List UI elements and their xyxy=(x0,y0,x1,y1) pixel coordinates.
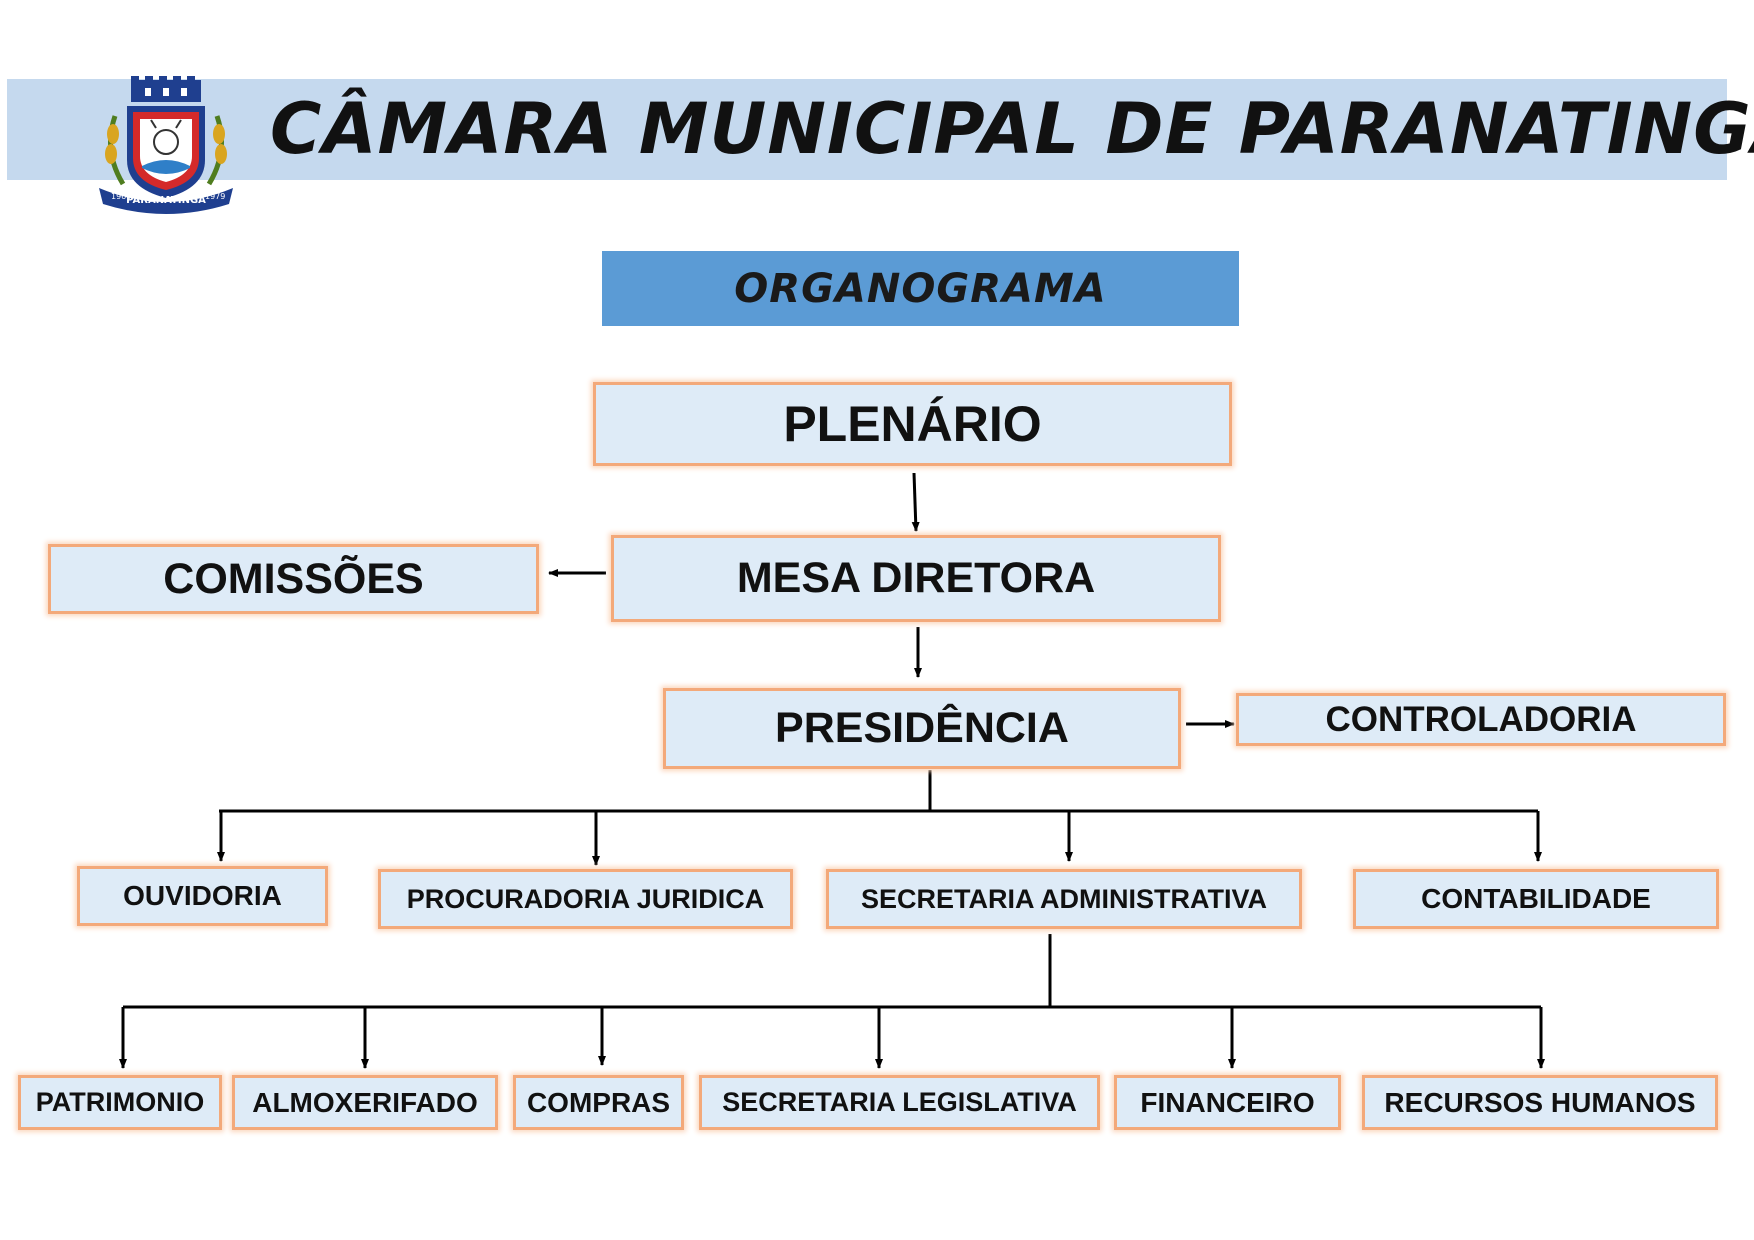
subtitle-box: ORGANOGRAMA xyxy=(602,251,1239,326)
node-presidencia: PRESIDÊNCIA xyxy=(663,688,1181,769)
node-secretaria-administrativa: SECRETARIA ADMINISTRATIVA xyxy=(826,869,1302,929)
page-title: CÂMARA MUNICIPAL DE PARANATINGA xyxy=(270,88,1754,170)
svg-text:1964: 1964 xyxy=(111,192,131,201)
node-mesa-diretora: MESA DIRETORA xyxy=(611,535,1221,622)
node-financeiro: FINANCEIRO xyxy=(1114,1075,1341,1130)
svg-text:1979: 1979 xyxy=(205,192,225,201)
node-patrimonio: PATRIMONIO xyxy=(18,1075,222,1130)
node-secretaria-legislativa: SECRETARIA LEGISLATIVA xyxy=(699,1075,1100,1130)
connector-plenario-mesa xyxy=(911,472,920,532)
node-comissoes: COMISSÕES xyxy=(48,544,539,614)
subtitle-label: ORGANOGRAMA xyxy=(734,265,1107,312)
node-procuradoria-juridica: PROCURADORIA JURIDICA xyxy=(378,869,793,929)
node-compras: COMPRAS xyxy=(513,1075,684,1130)
svg-text:PARANATINGA: PARANATINGA xyxy=(126,195,206,206)
header-banner xyxy=(7,79,1727,180)
node-ouvidoria: OUVIDORIA xyxy=(77,866,328,926)
node-almoxerifado: ALMOXERIFADO xyxy=(232,1075,498,1130)
coat-of-arms-logo: PARANATINGA 1964 1979 xyxy=(99,76,233,214)
node-recursos-humanos: RECURSOS HUMANOS xyxy=(1362,1075,1718,1130)
node-controladoria: CONTROLADORIA xyxy=(1236,693,1726,746)
node-contabilidade: CONTABILIDADE xyxy=(1353,869,1719,929)
node-plenario: PLENÁRIO xyxy=(593,382,1232,466)
